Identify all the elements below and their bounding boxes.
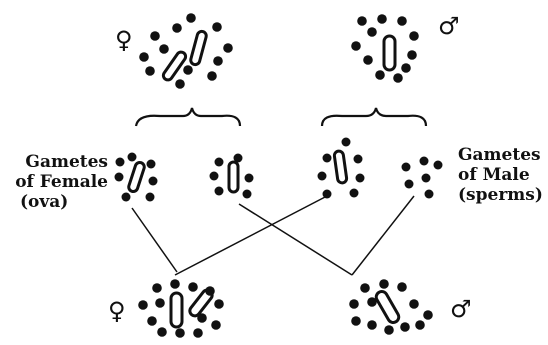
- parent-male-cell: [351, 14, 419, 83]
- brace-left: [136, 108, 240, 126]
- female-symbol-top: ♀: [115, 28, 133, 52]
- male-gametes-line1: Gametes: [458, 145, 546, 165]
- chromosome: [128, 161, 146, 192]
- female-gamete-1: [115, 153, 158, 202]
- female-gametes-line3: (ova): [8, 192, 108, 212]
- brace-right: [322, 108, 426, 126]
- male-gametes-label: Gametes of Male (sperms): [458, 145, 546, 205]
- female-gametes-label: Gametes of Female (ova): [8, 152, 108, 212]
- parent-female-cell: [139, 13, 233, 89]
- female-symbol-bottom: ♀: [108, 299, 126, 323]
- chromosome: [384, 36, 395, 70]
- female-gamete-2: [210, 154, 254, 199]
- offspring-female-cell: [138, 279, 224, 338]
- male-symbol-top: ♂: [438, 14, 460, 38]
- chromosome: [190, 30, 207, 65]
- male-gametes-line2: of Male: [458, 165, 546, 185]
- male-gamete-1: [318, 138, 365, 199]
- fertilization-lines: [132, 196, 414, 275]
- male-gamete-2: [402, 157, 443, 199]
- chromosome: [374, 290, 401, 325]
- chromosome: [188, 288, 214, 318]
- chromosome: [171, 293, 182, 327]
- male-gametes-line3: (sperms): [458, 185, 546, 205]
- chromosome: [229, 162, 238, 192]
- male-symbol-bottom: ♂: [450, 297, 472, 321]
- female-gametes-line1: Gametes: [8, 152, 108, 172]
- female-gametes-line2: of Female: [8, 172, 108, 192]
- chromosome: [162, 50, 188, 81]
- chromosome: [334, 151, 347, 184]
- offspring-male-cell: [349, 279, 433, 335]
